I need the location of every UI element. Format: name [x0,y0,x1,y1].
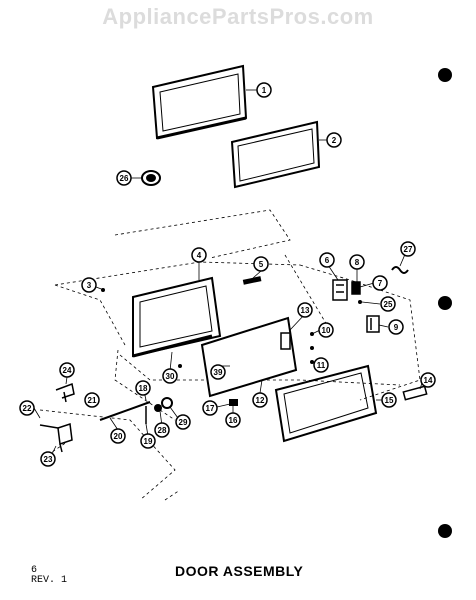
callout-label: 6 [325,256,330,265]
callout-label: 4 [197,251,202,260]
part-27-spring [391,266,409,274]
callout-circle [253,256,269,272]
callout-circle [388,319,404,335]
callout-label: 25 [384,300,393,309]
part-23-hinge [39,422,73,453]
callout-circle [313,357,329,373]
callout-label: 13 [301,306,310,315]
callout-circle [326,132,342,148]
callout-circle [256,82,272,98]
callout-label: 17 [206,404,215,413]
revision-label: REV. 1 [31,575,68,586]
callout-label: 10 [322,326,331,335]
part-4-door-frame [132,276,222,358]
callout-circle [116,170,132,186]
callout-circle [140,433,156,449]
callout-label: 23 [44,455,53,464]
callout-label: 29 [179,418,188,427]
callout-circle [202,400,218,416]
callout-circle [135,380,151,396]
part-1-panel [151,64,248,140]
part-2-panel [230,120,321,189]
part-14-handle [402,385,428,401]
callout-label: 18 [139,384,148,393]
callout-circle [225,412,241,428]
callout-label: 7 [378,279,383,288]
callout-label: 9 [394,323,399,332]
part-6-latch [332,279,348,301]
callout-label: 28 [158,426,167,435]
callout-circle [210,364,226,380]
callout-label: 26 [120,174,129,183]
callout-circle [154,422,170,438]
callout-label: 11 [317,361,326,370]
part-9-block [366,315,380,333]
callout-label: 5 [259,260,264,269]
part-15-gasket [274,364,378,443]
callout-label: 2 [332,136,337,145]
callout-label: 16 [229,416,238,425]
callout-circle [19,400,35,416]
callout-circle [84,392,100,408]
callout-label: 19 [144,437,153,446]
callout-label: 14 [424,376,433,385]
callout-label: 22 [23,404,32,413]
callout-circle [319,252,335,268]
callout-circle [110,428,126,444]
callout-circle [372,275,388,291]
callout-label: 39 [214,368,223,377]
part-29-washer [161,397,173,409]
part-28-washer [154,404,162,412]
callout-circle [175,414,191,430]
callout-circle [297,302,313,318]
callout-label: 27 [404,245,413,254]
callout-label: 3 [87,281,92,290]
part-26-knob [141,170,161,186]
callout-label: 21 [88,396,97,405]
callout-circle [81,277,97,293]
callout-circle [252,392,268,408]
callout-circle [381,392,397,408]
callout-label: 30 [166,372,175,381]
binder-hole [438,524,452,538]
callout-circle [318,322,334,338]
part-16-spring [229,399,238,406]
callout-label: 1 [262,86,267,95]
callout-circle [400,241,416,257]
part-8-screw [351,281,361,295]
callout-label: 8 [355,258,360,267]
callout-circle [59,362,75,378]
part-24-hinge [55,382,75,403]
callout-circle [162,368,178,384]
part-20-rod [99,401,151,421]
callout-label: 15 [385,396,394,405]
callout-circle [420,372,436,388]
page-number: 6 [31,565,38,576]
part-12-inner-panel [200,316,298,398]
callout-circle [191,247,207,263]
callout-circle [380,296,396,312]
callout-label: 12 [256,396,265,405]
part-5-rod [242,276,262,285]
watermark: AppliancePartsPros.com [102,4,374,29]
callout-circle [349,254,365,270]
diagram-title: DOOR ASSEMBLY [175,563,304,579]
callout-label: 20 [114,432,123,441]
binder-hole [438,296,452,310]
callout-label: 24 [63,366,72,375]
callout-circle [40,451,56,467]
binder-hole [438,68,452,82]
